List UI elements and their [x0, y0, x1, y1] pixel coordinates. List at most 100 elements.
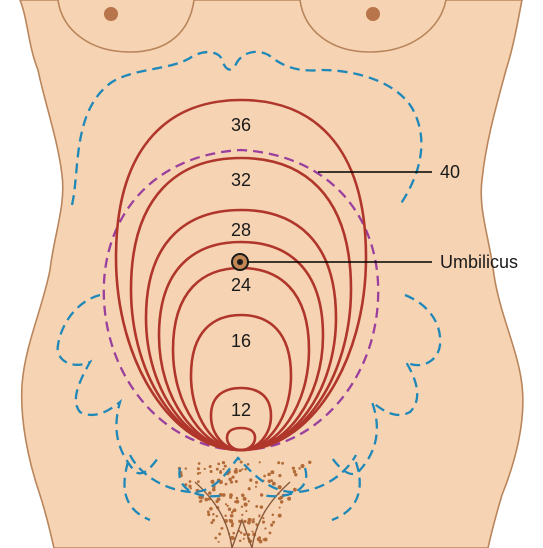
umbilicus-marker-inner	[237, 259, 243, 265]
hair-dot	[224, 515, 226, 517]
hair-dot	[207, 513, 210, 516]
hair-dot	[272, 514, 275, 517]
hair-dot	[243, 533, 246, 536]
hair-dot	[185, 467, 187, 469]
hair-dot	[260, 493, 263, 496]
hair-dot	[251, 530, 253, 532]
hair-dot	[229, 493, 233, 497]
hair-dot	[277, 461, 280, 464]
hair-dot	[240, 461, 243, 464]
hair-dot	[260, 505, 264, 509]
hair-dot	[207, 510, 210, 513]
hair-dot	[269, 531, 272, 534]
hair-dot	[212, 519, 215, 522]
hair-dot	[230, 481, 233, 484]
week-label-28: 28	[231, 220, 251, 240]
hair-dot	[210, 521, 213, 524]
hair-dot	[204, 468, 206, 470]
hair-dot	[209, 507, 213, 511]
hair-dot	[272, 521, 275, 524]
hair-dot	[249, 478, 252, 481]
callout-umbilicus: Umbilicus	[440, 252, 518, 272]
hair-dot	[225, 483, 228, 486]
hair-dot	[244, 503, 248, 507]
hair-dot	[218, 541, 220, 543]
hair-dot	[209, 465, 212, 468]
week-label-36: 36	[231, 115, 251, 135]
hair-dot	[279, 507, 281, 509]
hair-dot	[255, 505, 258, 508]
hair-dot	[241, 506, 243, 508]
hair-dot	[247, 521, 251, 525]
hair-dot	[231, 511, 234, 514]
hair-dot	[224, 465, 227, 468]
hair-dot	[235, 480, 238, 483]
hair-dot	[243, 497, 247, 501]
hair-dot	[212, 488, 216, 492]
hair-dot	[270, 470, 274, 474]
hair-dot	[200, 500, 203, 503]
hair-dot	[241, 468, 243, 470]
week-label-24: 24	[231, 275, 251, 295]
hair-dot	[247, 463, 250, 466]
hair-dot	[217, 497, 221, 501]
week-label-16: 16	[231, 331, 251, 351]
hair-dot	[222, 461, 225, 464]
hair-dot	[222, 493, 226, 497]
hair-dot	[248, 500, 250, 502]
hair-dot	[298, 467, 301, 470]
hair-dot	[255, 486, 257, 488]
hair-dot	[294, 473, 297, 476]
hair-dot	[189, 480, 192, 483]
hair-dot	[239, 469, 242, 472]
hair-dot	[287, 497, 291, 501]
hair-dot	[229, 479, 231, 481]
hair-dot	[248, 487, 251, 490]
week-label-32: 32	[231, 170, 251, 190]
hair-dot	[221, 527, 224, 530]
hair-dot	[236, 497, 239, 500]
hair-dot	[245, 510, 247, 512]
hair-dot	[268, 480, 271, 483]
hair-dot	[210, 480, 214, 484]
hair-dot	[262, 521, 265, 524]
week-label-12: 12	[231, 400, 251, 420]
hair-dot	[272, 482, 276, 486]
hair-dot	[278, 485, 282, 489]
hair-dot	[308, 461, 311, 464]
left-nipple	[104, 7, 118, 21]
hair-dot	[255, 481, 258, 484]
hair-dot	[243, 520, 246, 523]
callout-40: 40	[440, 162, 460, 182]
hair-dot	[197, 472, 200, 475]
hair-dot	[293, 488, 297, 492]
hair-dot	[259, 461, 261, 463]
hair-dot	[281, 462, 284, 465]
hair-dot	[236, 500, 239, 503]
hair-dot	[231, 475, 234, 478]
hair-dot	[241, 514, 243, 516]
hair-dot	[228, 519, 230, 521]
hair-dot	[241, 494, 245, 498]
hair-dot	[212, 513, 215, 516]
hair-dot	[300, 464, 304, 468]
hair-dot	[292, 467, 295, 470]
hair-dot	[240, 531, 243, 534]
hair-dot	[280, 500, 284, 504]
hair-dot	[226, 505, 228, 507]
hair-dot	[278, 498, 280, 500]
hair-dot	[210, 470, 213, 473]
hair-dot	[197, 480, 200, 483]
hair-dot	[270, 523, 273, 526]
hair-dot	[243, 538, 245, 540]
hair-dot	[197, 467, 200, 470]
hair-dot	[219, 471, 222, 474]
hair-dot	[257, 537, 261, 541]
hair-dot	[208, 491, 211, 494]
hair-dot	[235, 468, 238, 471]
hair-dot	[204, 498, 208, 502]
hair-dot	[217, 463, 220, 466]
hair-dot	[252, 518, 255, 521]
hair-dot	[278, 474, 281, 477]
